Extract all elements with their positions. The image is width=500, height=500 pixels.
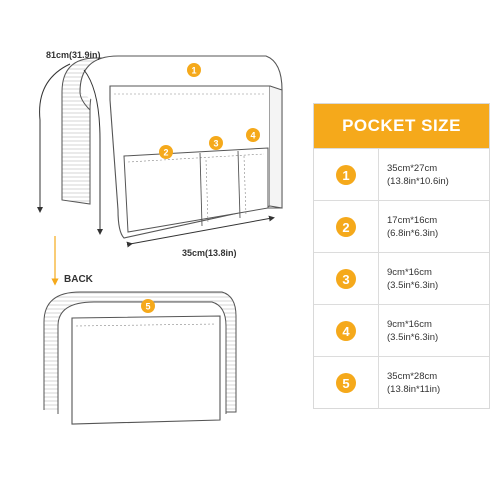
width-dimension-label: 35cm(13.8in): [182, 248, 237, 258]
height-dimension-label: 81cm(31.9in): [46, 50, 101, 60]
svg-text:3: 3: [213, 139, 218, 149]
size-cm: 9cm*16cm: [387, 319, 432, 330]
back-label: BACK: [64, 274, 93, 285]
marker-2: 2: [159, 145, 173, 159]
row-number-badge: 2: [336, 217, 356, 237]
svg-text:1: 1: [191, 66, 196, 76]
svg-text:2: 2: [163, 148, 168, 158]
width-arrow: [126, 215, 275, 248]
table-row: 2 17cm*16cm (6.8in*6.3in): [314, 200, 489, 253]
size-inch: (13.8in*11in): [387, 384, 441, 395]
marker-3: 3: [209, 136, 223, 150]
svg-text:5: 5: [145, 302, 150, 312]
size-inch: (3.5in*6.3in): [387, 280, 439, 291]
height-arrow-inner: [83, 69, 103, 235]
table-row: 3 9cm*16cm (3.5in*6.3in): [314, 252, 489, 305]
size-inch: (3.5in*6.3in): [387, 332, 439, 343]
pocket-size-table: POCKET SIZE 1 35cm*27cm (13.8in*10.6in) …: [313, 103, 490, 409]
size-inch: (13.8in*10.6in): [387, 176, 449, 187]
table-row: 5 35cm*28cm (13.8in*11in): [314, 356, 489, 409]
table-title: POCKET SIZE: [314, 104, 489, 148]
organizer-diagram: 1 2 3 4 5: [37, 55, 283, 425]
height-arrow: [37, 63, 71, 213]
marker-1: 1: [187, 63, 201, 77]
size-cm: 17cm*16cm: [387, 215, 438, 226]
row-number-badge: 3: [336, 269, 356, 289]
size-inch: (6.8in*6.3in): [387, 228, 439, 239]
front-organizer: [61, 55, 283, 239]
size-cm: 35cm*28cm: [387, 371, 438, 382]
marker-5: 5: [141, 299, 155, 313]
table-row: 4 9cm*16cm (3.5in*6.3in): [314, 304, 489, 357]
size-cm: 35cm*27cm: [387, 163, 438, 174]
marker-4: 4: [246, 128, 260, 142]
row-number-badge: 1: [336, 165, 356, 185]
row-number-badge: 5: [336, 373, 356, 393]
table-row: 1 35cm*27cm (13.8in*10.6in): [314, 148, 489, 201]
back-organizer: [43, 291, 237, 425]
size-cm: 9cm*16cm: [387, 267, 432, 278]
row-number-badge: 4: [336, 321, 356, 341]
svg-text:4: 4: [250, 131, 255, 141]
